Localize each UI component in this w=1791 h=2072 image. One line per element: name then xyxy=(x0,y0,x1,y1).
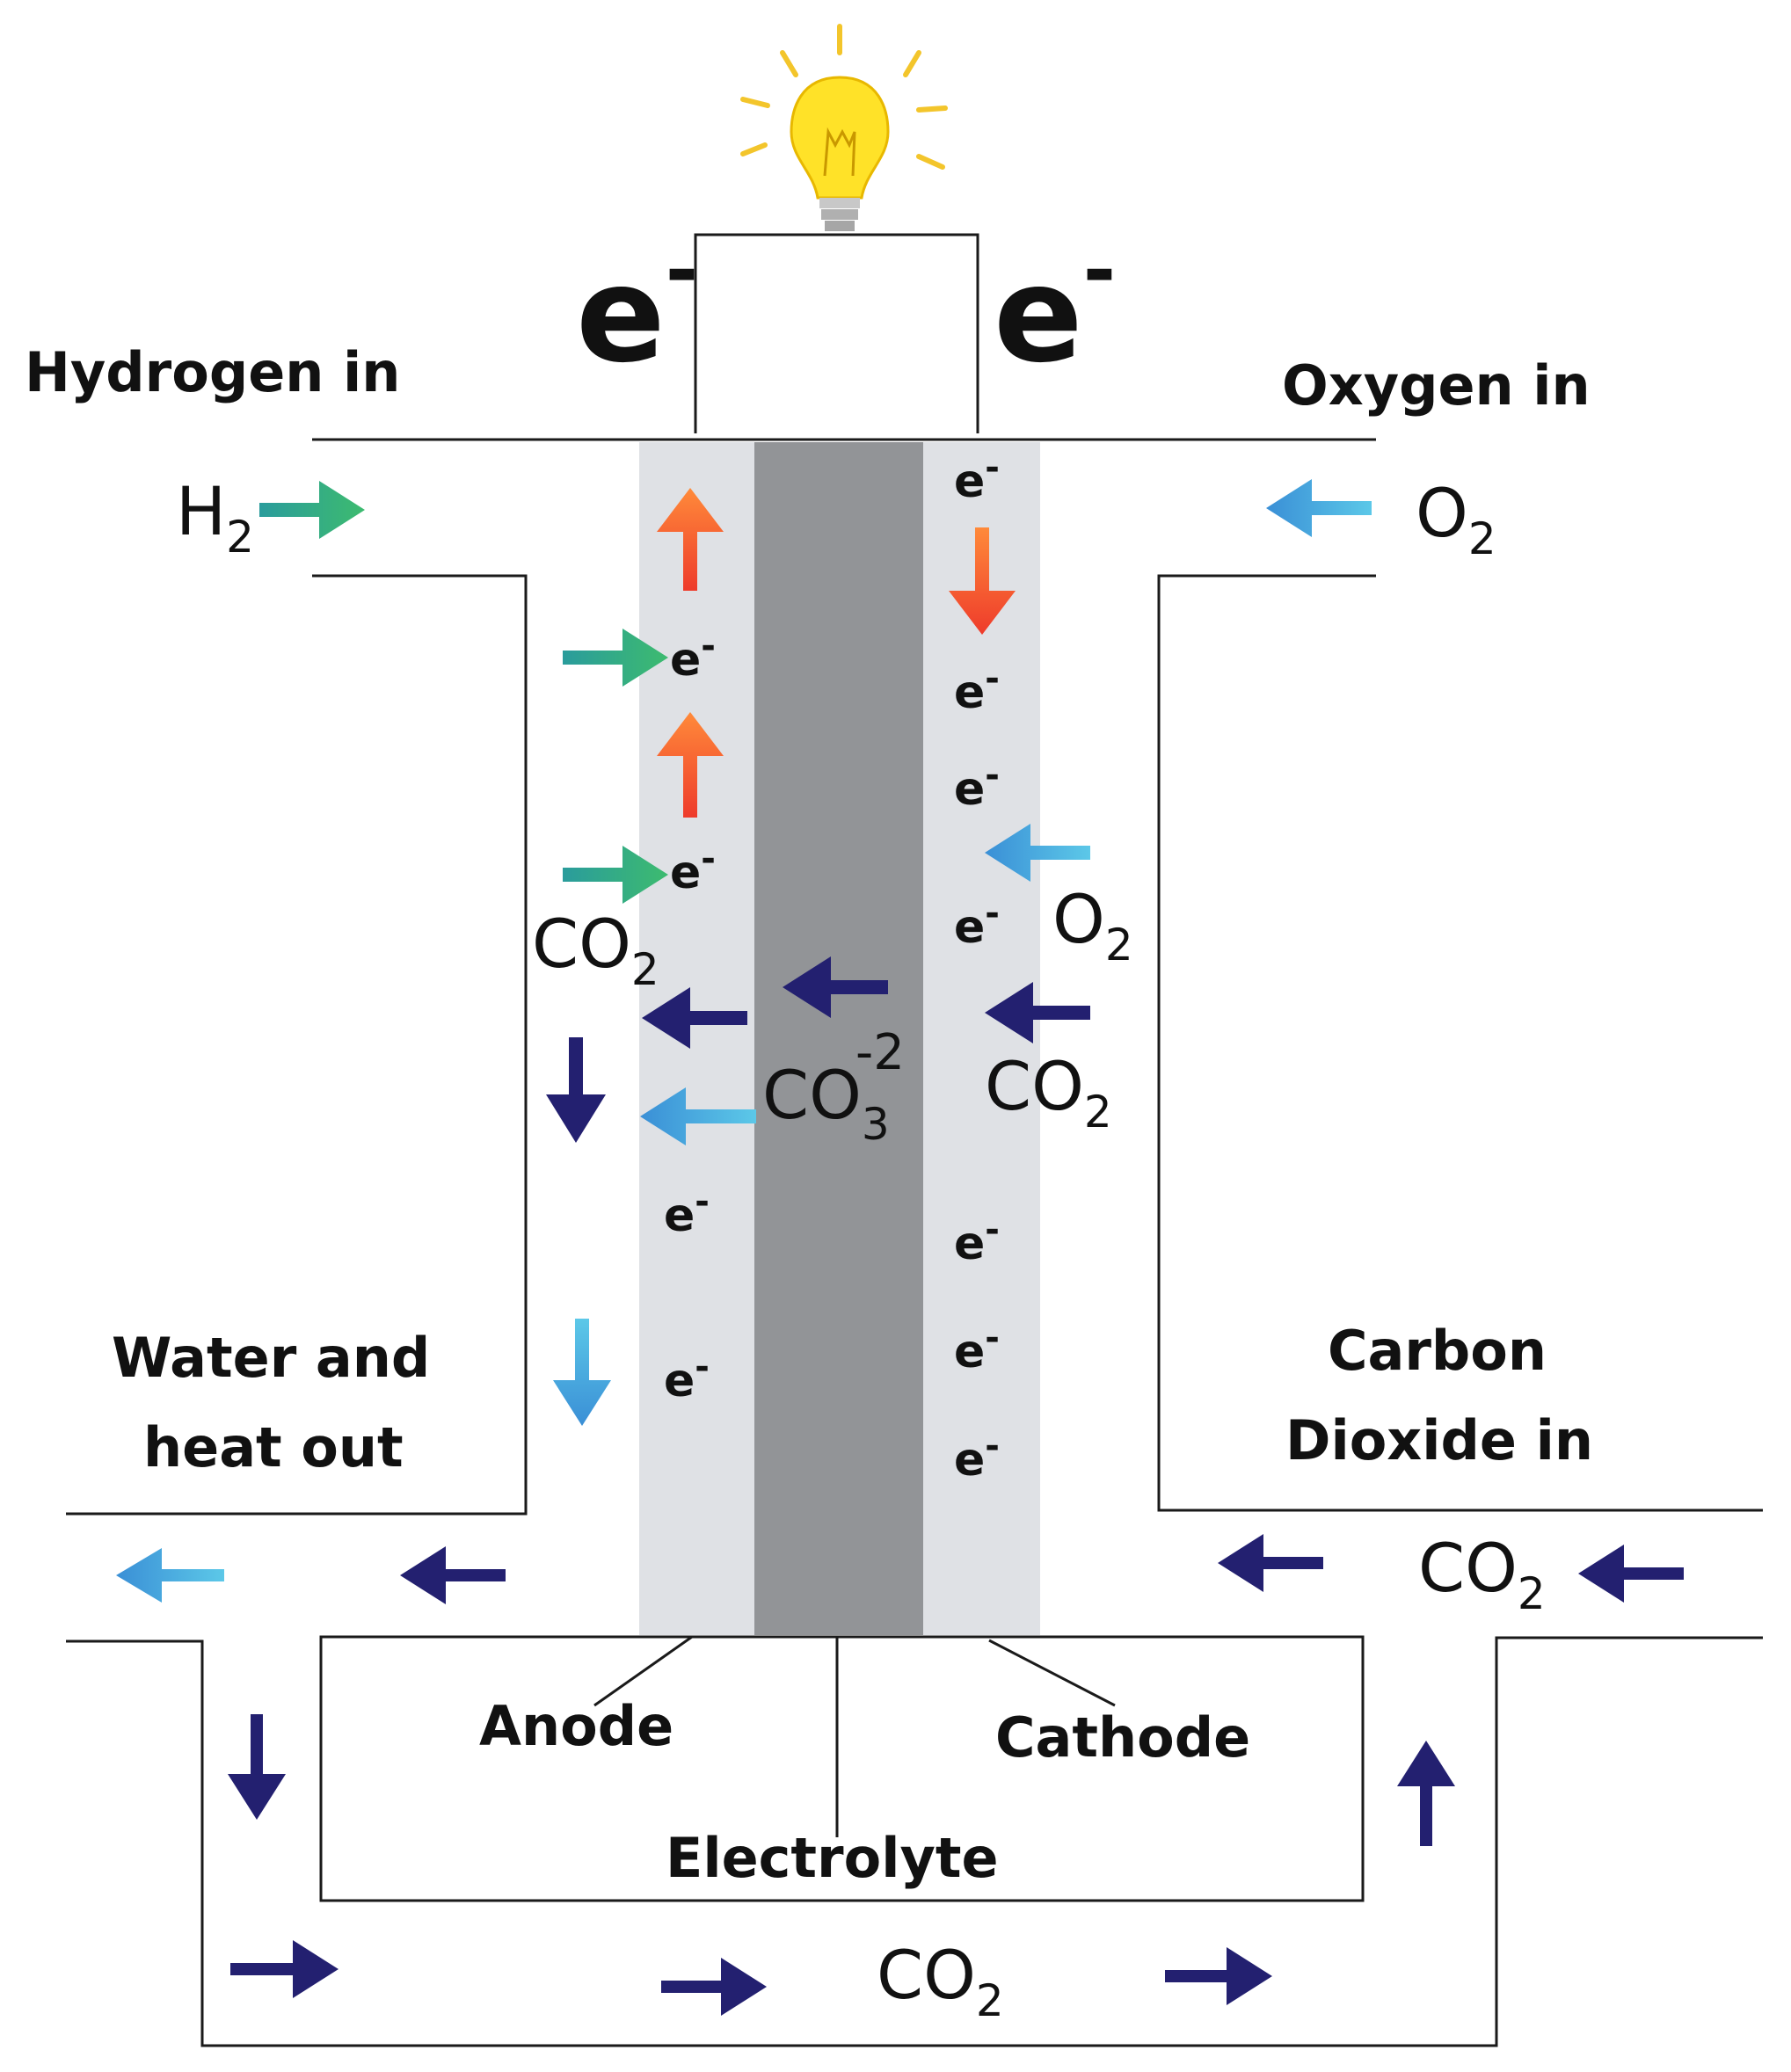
electron: e- xyxy=(664,1347,710,1407)
cathode-leader xyxy=(988,1639,1116,1707)
water-heat-out-label-1: Water and xyxy=(112,1326,430,1390)
arrow-icon xyxy=(1165,1947,1272,2005)
formula-co2-cathode: CO2 xyxy=(985,1047,1112,1138)
arrow-icon xyxy=(553,1319,611,1426)
electron-labels: e- e- e- e- e- e- e- e- e- e- e- xyxy=(664,447,1000,1487)
arrow-icon xyxy=(259,481,365,539)
oxygen-in-label: Oxygen in xyxy=(1282,353,1591,418)
arrow-icon xyxy=(1578,1545,1684,1603)
arrow-icon xyxy=(657,488,724,591)
arrow-icon xyxy=(985,824,1090,882)
hydrogen-in-label: Hydrogen in xyxy=(25,340,400,404)
arrow-icon xyxy=(1266,479,1372,537)
carbon-dioxide-in-label-2: Dioxide in xyxy=(1285,1408,1593,1472)
external-circuit-wire xyxy=(694,233,979,433)
recycle-loop-outer-left xyxy=(66,1636,1763,2047)
light-bulb-icon xyxy=(740,24,948,231)
arrow-icon xyxy=(116,1548,224,1603)
arrow-icon xyxy=(1397,1741,1455,1846)
oxygen-channel-wall xyxy=(1157,574,1763,1512)
arrow-icon xyxy=(230,1940,339,1998)
formula-carbonate-ion: CO3 xyxy=(762,1056,890,1150)
arrow-icon xyxy=(400,1546,506,1604)
hydrogen-channel-wall xyxy=(66,574,528,1516)
arrow-icon xyxy=(228,1714,286,1820)
arrow-icon xyxy=(563,629,668,687)
piping-outline xyxy=(66,233,1763,2047)
formula-h2-inlet: H2 xyxy=(176,472,254,563)
electron: e- xyxy=(954,1210,1000,1270)
electron: e- xyxy=(954,1426,1000,1487)
electron-label-left: e- xyxy=(576,224,698,392)
anode-layer xyxy=(639,442,754,1635)
carbon-dioxide-in-label-1: Carbon xyxy=(1328,1319,1547,1383)
carbonate-charge: -2 xyxy=(855,1024,905,1081)
electron: e- xyxy=(670,626,716,687)
arrow-icon xyxy=(949,527,1016,635)
anode-label: Anode xyxy=(479,1694,673,1758)
electrolyte-label: Electrolyte xyxy=(666,1826,999,1890)
formula-o2-cathode: O2 xyxy=(1052,880,1133,971)
arrow-icon xyxy=(657,712,724,818)
arrow-icon xyxy=(546,1037,606,1143)
electron: e- xyxy=(954,658,1000,719)
water-heat-out-label-2: heat out xyxy=(143,1415,404,1479)
electron: e- xyxy=(954,755,1000,816)
formula-co2-recycle: CO2 xyxy=(877,1936,1004,2026)
electron: e- xyxy=(954,893,1000,954)
cathode-layer xyxy=(923,442,1040,1635)
electron: e- xyxy=(954,447,1000,508)
arrow-icon xyxy=(642,987,747,1049)
electron: e- xyxy=(670,839,716,899)
formula-co2-inlet-bottom: CO2 xyxy=(1418,1529,1546,1619)
arrow-icon xyxy=(563,846,668,904)
formula-o2-inlet: O2 xyxy=(1416,474,1496,564)
cathode-label: Cathode xyxy=(995,1705,1250,1770)
arrow-icon xyxy=(783,956,888,1018)
anode-leader xyxy=(593,1635,693,1707)
arrow-icon xyxy=(640,1087,756,1145)
electron: e- xyxy=(664,1181,710,1242)
formula-co2-anode: CO2 xyxy=(532,905,659,995)
arrow-icon xyxy=(661,1958,767,2016)
arrow-icon xyxy=(985,982,1090,1043)
flow-arrows xyxy=(116,479,1684,2016)
electron: e- xyxy=(954,1318,1000,1378)
electrolyte-layer xyxy=(754,442,923,1635)
label-box xyxy=(319,1635,1365,1902)
electron-label-right: e- xyxy=(994,224,1116,392)
arrow-icon xyxy=(1218,1534,1323,1592)
